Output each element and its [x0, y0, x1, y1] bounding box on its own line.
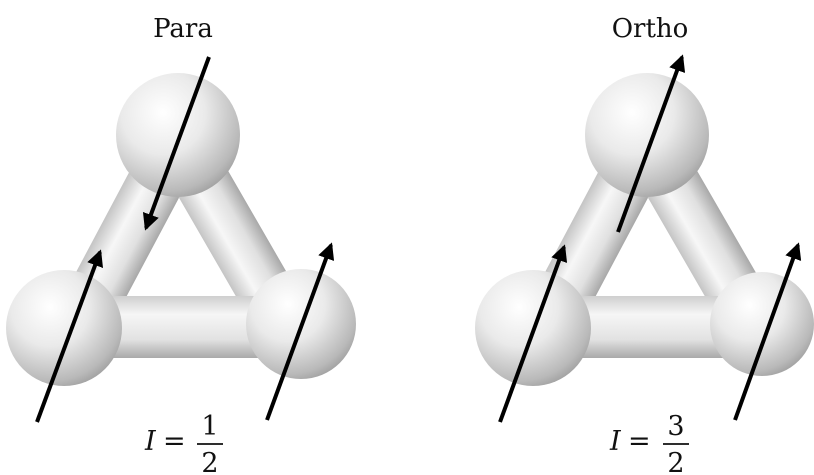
spin-label-para: I = 1 2	[144, 411, 223, 475]
atom-bottom-right	[710, 272, 814, 376]
atom-bottom-left	[6, 270, 122, 386]
spin-arrow-top-down	[142, 56, 211, 231]
spin-symbol: I	[609, 426, 622, 457]
spin-arrow-left-up	[498, 244, 568, 423]
atom-top	[116, 73, 240, 197]
atom-top	[585, 73, 709, 197]
fraction-numerator: 3	[667, 411, 684, 442]
para-panel: Para I = 1 2	[6, 14, 356, 475]
spin-label-ortho: I = 3 2	[609, 411, 689, 475]
fraction-denominator: 2	[201, 448, 218, 475]
spin-symbol: I	[144, 426, 157, 457]
molecule-triangle	[6, 73, 356, 386]
molecule-triangle	[475, 73, 814, 386]
spin-arrow-left-up	[35, 249, 104, 423]
equals-sign: =	[163, 426, 186, 457]
ortho-panel: Ortho I = 3 2	[475, 14, 814, 475]
spin-arrows	[35, 56, 335, 423]
equals-sign: =	[628, 426, 651, 457]
bond-bottom	[68, 296, 306, 358]
fraction-denominator: 2	[667, 448, 684, 475]
panel-title-para: Para	[153, 14, 213, 44]
spin-arrow-top-up	[616, 54, 686, 233]
spin-arrows	[498, 54, 802, 423]
fraction-numerator: 1	[201, 411, 218, 442]
spin-arrow-right-up	[265, 242, 335, 421]
spin-arrow-right-up	[733, 242, 802, 421]
panel-title-ortho: Ortho	[612, 14, 689, 44]
